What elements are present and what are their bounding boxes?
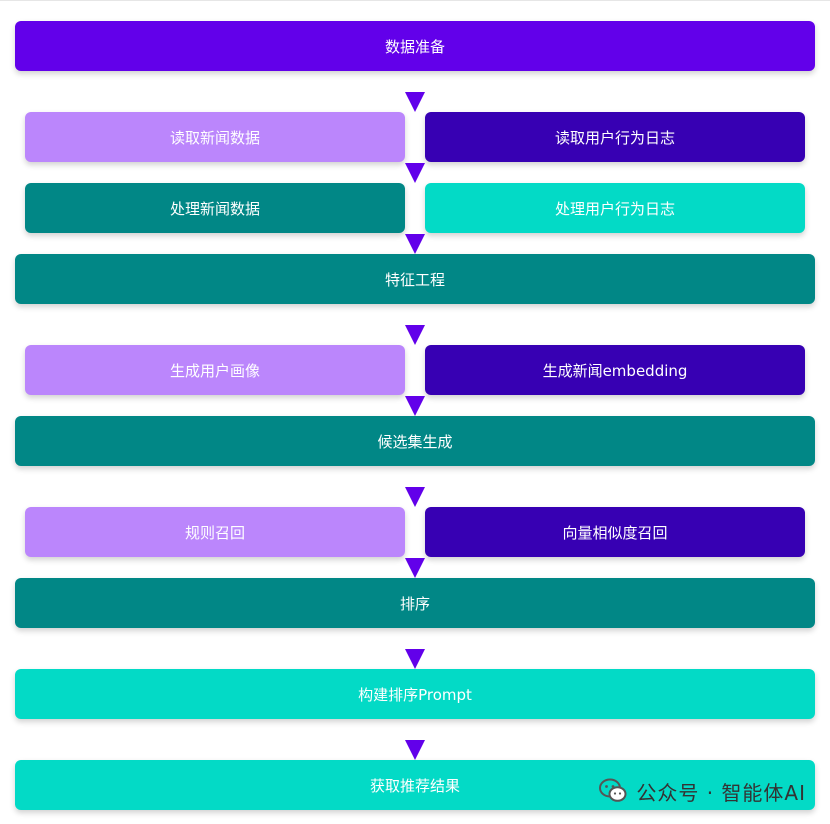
- node-label: 处理用户行为日志: [554, 199, 675, 218]
- node-label: 数据准备: [384, 37, 445, 56]
- node-label: 读取用户行为日志: [554, 128, 675, 147]
- flow-arrow-down: [405, 649, 425, 669]
- node-label: 获取推荐结果: [369, 776, 460, 795]
- node-feature-eng: 特征工程: [15, 254, 815, 304]
- node-candidate-gen: 候选集生成: [15, 416, 815, 466]
- top-border: [0, 0, 830, 1]
- node-label: 规则召回: [184, 523, 245, 542]
- node-data-prep: 数据准备: [15, 21, 815, 71]
- node-process-news: 处理新闻数据: [25, 183, 405, 233]
- node-read-user-log: 读取用户行为日志: [425, 112, 805, 162]
- node-ranking: 排序: [15, 578, 815, 628]
- node-get-result: 获取推荐结果: [15, 760, 815, 810]
- flow-arrow-down: [405, 92, 425, 112]
- node-label: 构建排序Prompt: [358, 685, 472, 704]
- node-rule-recall: 规则召回: [25, 507, 405, 557]
- flow-arrow-down: [405, 396, 425, 416]
- node-label: 候选集生成: [377, 432, 453, 451]
- node-label: 处理新闻数据: [169, 199, 260, 218]
- node-news-embedding: 生成新闻embedding: [425, 345, 805, 395]
- wechat-icon: [599, 778, 627, 802]
- node-user-profile: 生成用户画像: [25, 345, 405, 395]
- flow-arrow-down: [405, 163, 425, 183]
- node-label: 生成用户画像: [169, 361, 260, 380]
- flow-arrow-down: [405, 234, 425, 254]
- node-label: 排序: [399, 594, 430, 613]
- node-label: 读取新闻数据: [169, 128, 260, 147]
- flow-arrow-down: [405, 325, 425, 345]
- flow-arrow-down: [405, 487, 425, 507]
- node-process-user-log: 处理用户行为日志: [425, 183, 805, 233]
- flow-arrow-down: [405, 558, 425, 578]
- node-vector-recall: 向量相似度召回: [425, 507, 805, 557]
- node-build-prompt: 构建排序Prompt: [15, 669, 815, 719]
- watermark-text: 公众号 · 智能体AI: [636, 780, 806, 805]
- flow-arrow-down: [405, 740, 425, 760]
- node-label: 生成新闻embedding: [542, 361, 688, 380]
- node-label: 特征工程: [384, 270, 445, 289]
- node-read-news: 读取新闻数据: [25, 112, 405, 162]
- node-label: 向量相似度召回: [562, 523, 668, 542]
- watermark: 公众号 · 智能体AI: [598, 776, 806, 806]
